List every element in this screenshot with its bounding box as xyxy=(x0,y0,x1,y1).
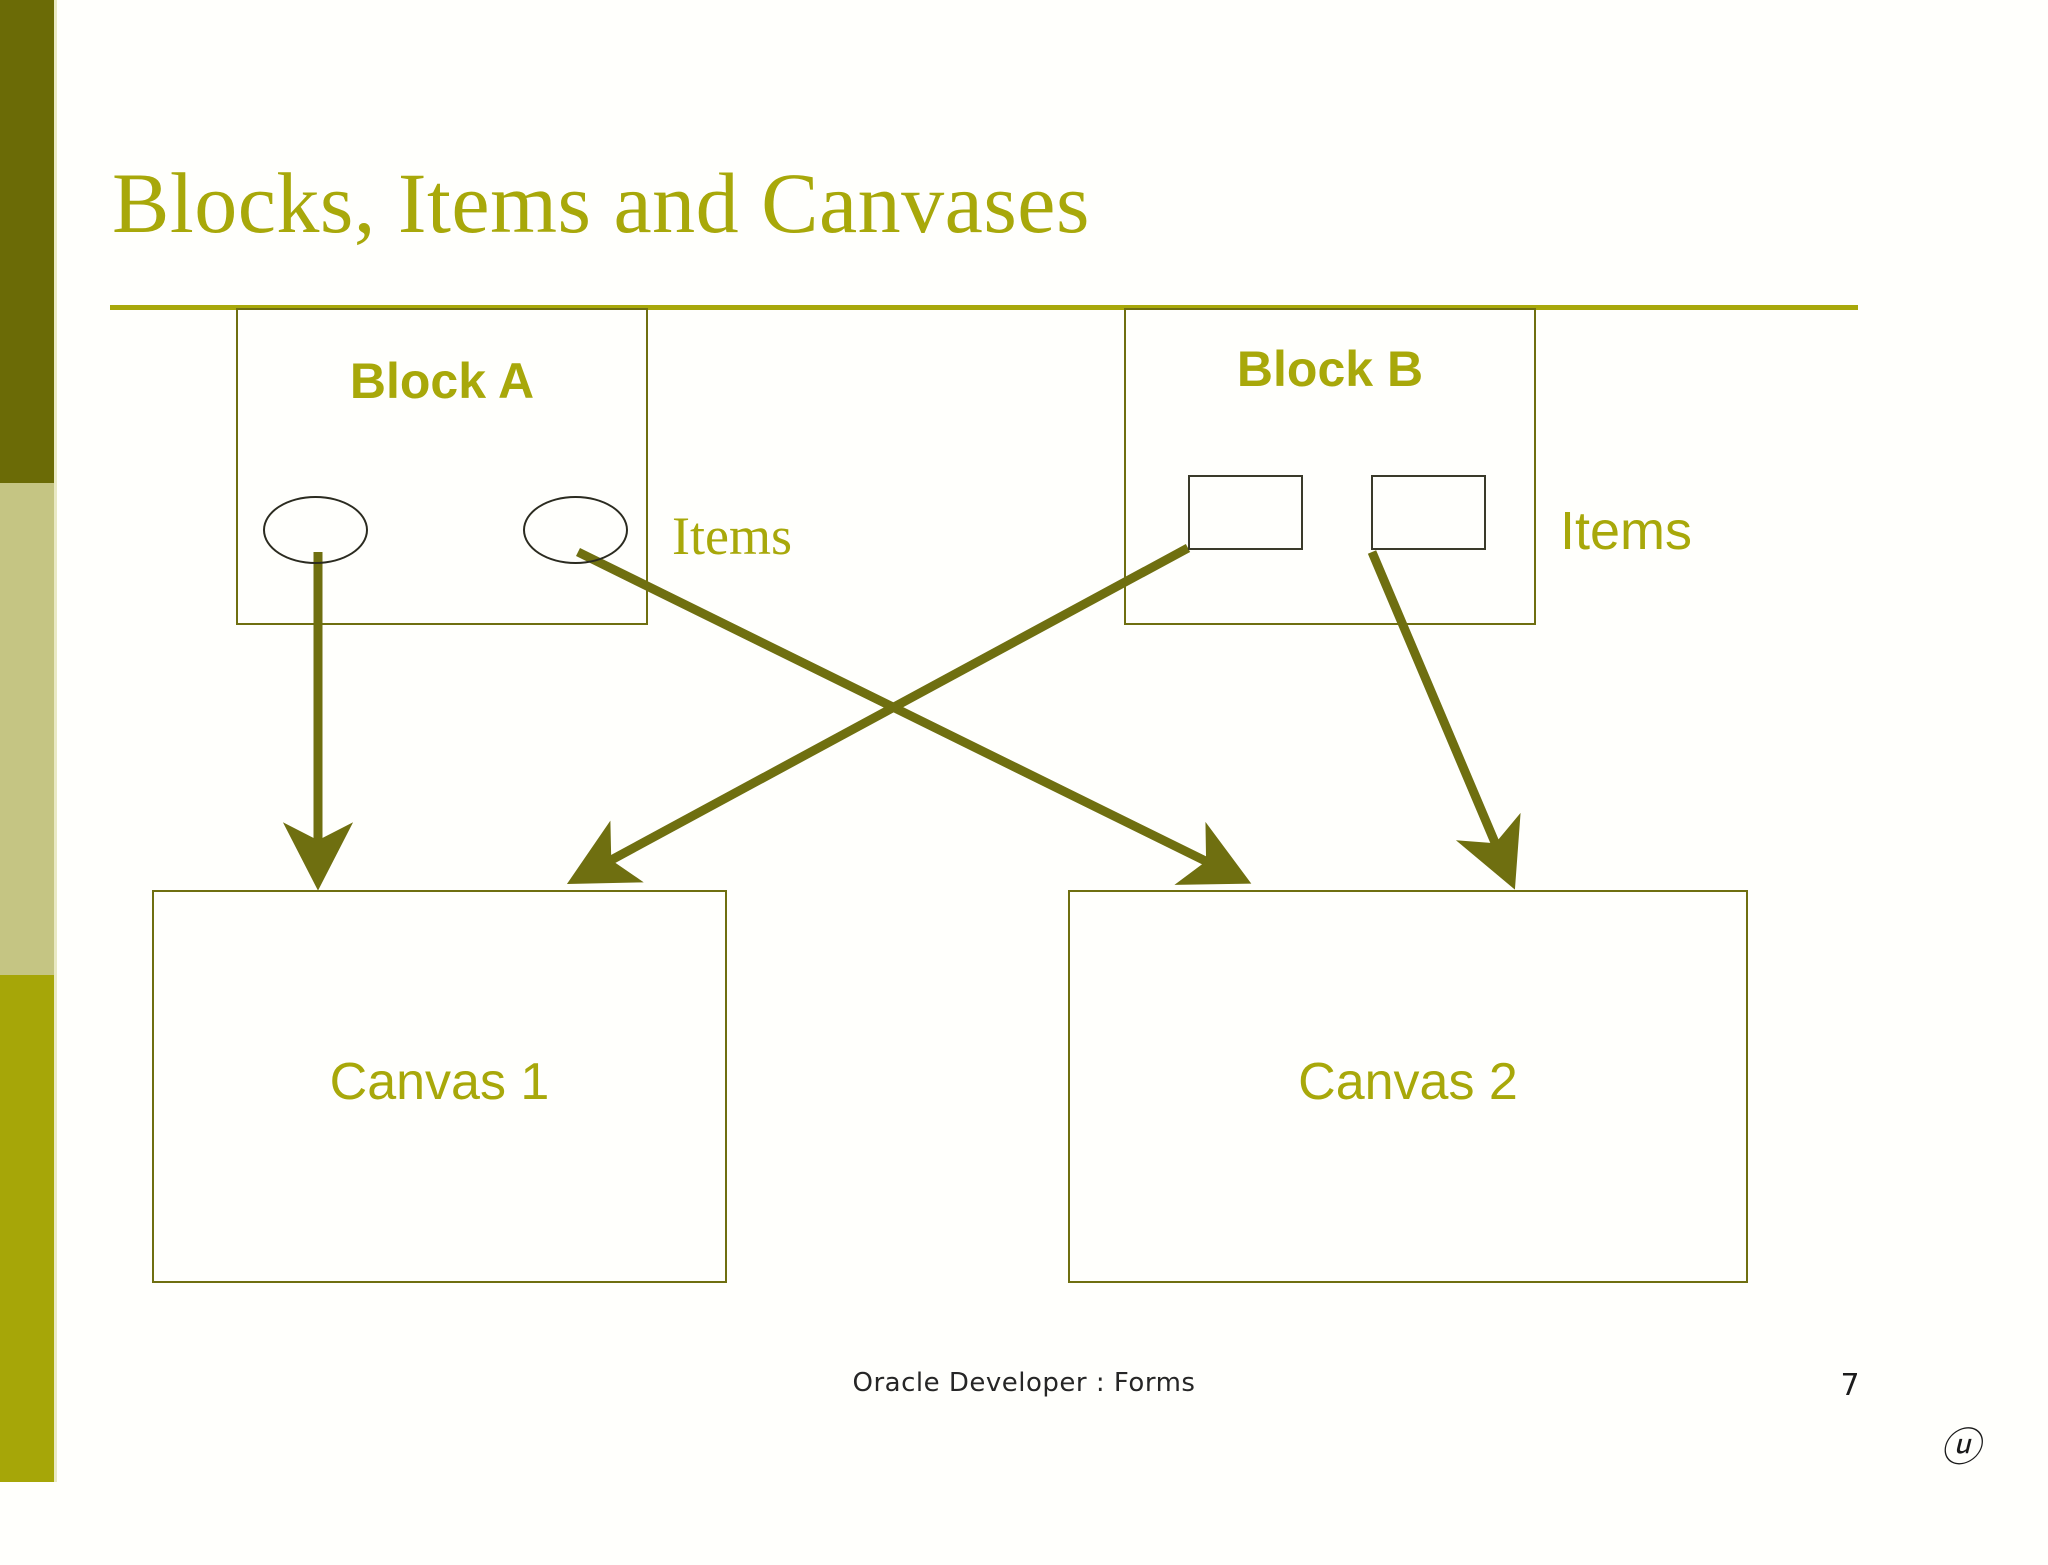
block-a-label: Block A xyxy=(349,353,535,409)
footer-label: Oracle Developer : Forms xyxy=(852,1368,1196,1398)
canvas-2-label: Canvas 2 xyxy=(1298,1053,1518,1111)
page-number: 7 xyxy=(1840,1368,1860,1403)
page-title: Blocks, Items and Canvases xyxy=(112,155,1090,251)
title-underline-rule xyxy=(110,305,1858,310)
canvas-1-label: Canvas 1 xyxy=(329,1053,550,1111)
sidebar-band-light xyxy=(0,483,54,975)
connector-blockB-item1-to-canvas1 xyxy=(566,544,1191,884)
circled-u-logo-icon: ⓤ xyxy=(1940,1425,1980,1470)
block-a-item-2-ellipse[interactable] xyxy=(523,496,628,564)
sidebar-band-bright xyxy=(0,975,54,1482)
block-b-item-2-rect[interactable] xyxy=(1371,475,1486,550)
block-a-box[interactable]: Block A xyxy=(236,308,648,625)
sidebar-band-dark xyxy=(0,0,54,483)
block-b-box[interactable]: Block B xyxy=(1124,308,1536,625)
canvas-2-box[interactable]: Canvas 2 xyxy=(1068,890,1748,1283)
block-a-items-label: Items xyxy=(672,506,792,566)
block-b-items-label: Items xyxy=(1560,501,1693,561)
block-b-item-1-rect[interactable] xyxy=(1188,475,1303,550)
canvas-1-box[interactable]: Canvas 1 xyxy=(152,890,727,1283)
sidebar-decoration xyxy=(0,0,57,1565)
block-a-item-1-ellipse[interactable] xyxy=(263,496,368,564)
sidebar-edge-line xyxy=(54,0,57,1482)
block-b-label: Block B xyxy=(1236,341,1424,397)
